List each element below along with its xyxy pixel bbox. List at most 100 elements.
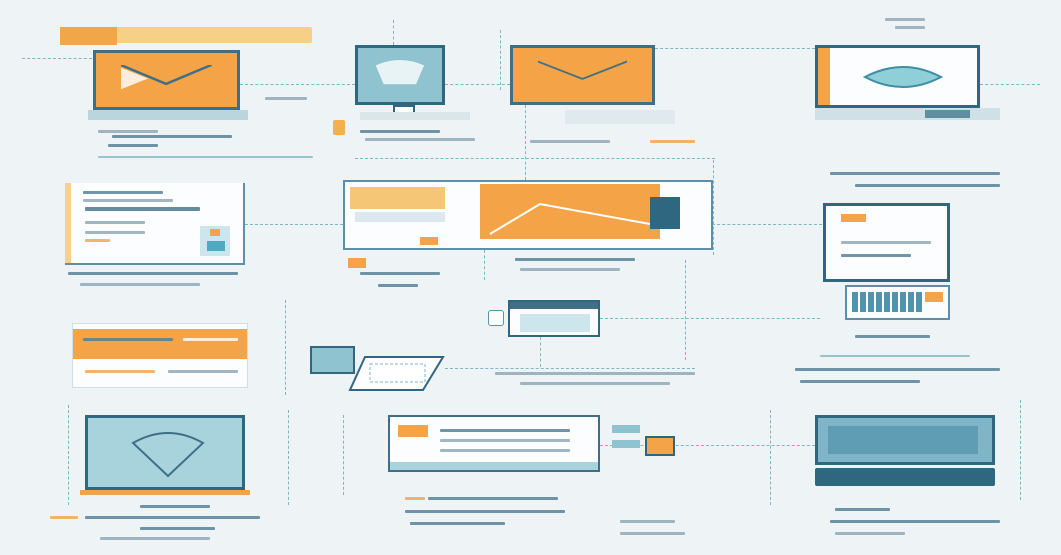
caption-line [112, 135, 232, 138]
connector-line [343, 415, 344, 495]
browser-window-icon[interactable] [508, 300, 600, 337]
caption-line [820, 355, 970, 357]
connector-line [600, 445, 815, 446]
caption-line [495, 372, 695, 375]
caption-line [360, 130, 440, 133]
caption-line [428, 497, 558, 500]
caption-line [855, 335, 930, 338]
dashboard-panel[interactable] [343, 180, 713, 250]
caption-line [855, 184, 1000, 187]
caption-line [265, 97, 307, 100]
document-card[interactable] [65, 183, 245, 265]
monitor-base [815, 108, 1000, 120]
caption-line [520, 382, 670, 385]
connector-line [22, 58, 92, 59]
connector-line [655, 48, 815, 49]
connector-line [445, 368, 695, 369]
caption-line [100, 537, 210, 540]
caption-line [68, 272, 238, 275]
envelope-card[interactable] [93, 50, 240, 110]
sidebar-strip [818, 48, 830, 105]
chat-icon [488, 310, 504, 326]
connector-line [525, 105, 526, 180]
connector-line [288, 410, 289, 505]
envelope-icon [121, 64, 212, 90]
caption-line [378, 284, 418, 287]
caption-line [410, 522, 505, 525]
caption-line [98, 130, 158, 133]
caption-line [620, 520, 675, 523]
sidebar-widget [612, 440, 640, 448]
header-banner [60, 27, 312, 43]
connector-line [500, 30, 501, 90]
connector-line [445, 84, 510, 85]
caption-line [895, 26, 925, 29]
envelope-icon [538, 60, 627, 80]
calendar-keyboard[interactable] [845, 285, 950, 320]
caption-line [140, 505, 210, 508]
lens-icon [863, 66, 943, 88]
connector-line [540, 337, 541, 367]
caption-line [830, 172, 1000, 175]
monitor-base [80, 490, 250, 495]
envelope-icon [375, 59, 425, 85]
document-icon [348, 258, 366, 268]
sidebar-widget [612, 425, 640, 433]
lens-icon [131, 432, 205, 478]
chat-icon [645, 436, 675, 456]
caption-line [830, 520, 1000, 523]
caption-line [98, 156, 313, 158]
monitor-icon[interactable] [823, 203, 950, 282]
caption-line [620, 532, 685, 535]
caption-line [108, 144, 158, 147]
laptop-icon[interactable] [345, 352, 445, 392]
desk-shadow [360, 112, 470, 120]
caption-line [360, 272, 440, 275]
caption-line [650, 140, 695, 143]
form-card[interactable] [72, 323, 248, 388]
caption-line [515, 258, 635, 261]
connector-line [770, 410, 771, 505]
caption-line [365, 138, 475, 141]
caption-line [835, 508, 890, 511]
monitor-icon[interactable] [355, 45, 445, 105]
document-window[interactable] [388, 415, 600, 472]
caption-line [405, 510, 565, 513]
caption-line [835, 532, 905, 535]
caption-line [80, 283, 200, 286]
caption-line [405, 497, 425, 500]
monitor-icon[interactable] [310, 346, 355, 374]
caption-line [50, 516, 78, 519]
connector-line [240, 84, 355, 85]
envelope-card[interactable] [510, 45, 655, 105]
caption-line [800, 380, 920, 383]
connector-line [712, 224, 822, 225]
monitor-icon[interactable] [815, 45, 980, 108]
connector-line [980, 84, 1040, 85]
caption-line [530, 140, 610, 143]
monitor-base-slot [925, 110, 970, 118]
connector-line [245, 224, 343, 225]
caption-line [520, 268, 620, 271]
connector-line [484, 250, 485, 280]
caption-line [85, 516, 260, 519]
card-shadow [565, 110, 675, 124]
chart-icon [480, 184, 660, 239]
document-icon [333, 120, 345, 135]
connector-line [393, 20, 394, 45]
connector-line [685, 260, 686, 360]
connector-line [713, 160, 714, 255]
header-badge [60, 27, 117, 45]
connector-line [68, 405, 69, 505]
connector-line [600, 318, 820, 319]
monitor-icon[interactable] [815, 415, 995, 465]
monitor-icon[interactable] [85, 415, 245, 490]
monitor-base [815, 468, 995, 486]
caption-line [885, 18, 925, 21]
caption-line [140, 527, 215, 530]
connector-line [1020, 400, 1021, 500]
connector-line [355, 158, 715, 159]
card-shadow [88, 110, 248, 120]
caption-line [795, 368, 1000, 371]
connector-line [285, 300, 286, 395]
